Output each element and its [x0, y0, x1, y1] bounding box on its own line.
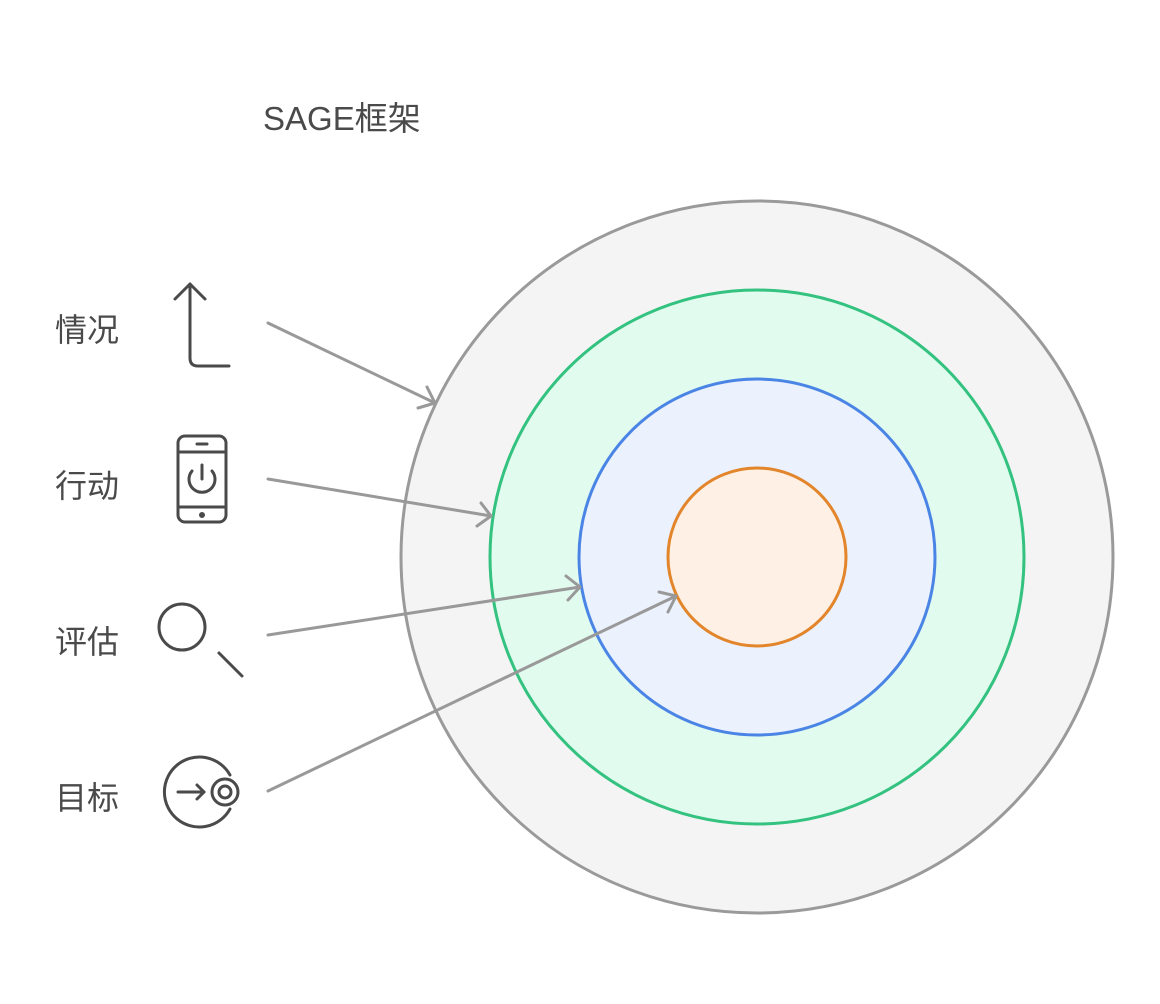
goal-ring	[666, 466, 848, 648]
arrow-situation	[266, 321, 437, 410]
label-situation: 情况	[55, 311, 120, 349]
label-action: 行动	[55, 467, 120, 505]
magnifier-icon	[157, 602, 244, 678]
phone-power-icon	[176, 434, 228, 524]
arrow-goal	[266, 590, 678, 793]
label-goal: 目标	[55, 779, 120, 817]
target-arrow-icon	[162, 755, 240, 829]
diagram-title: SAGE框架	[263, 100, 421, 137]
arrow-evaluation	[266, 574, 582, 637]
arrow-up-turn-icon	[173, 282, 231, 368]
label-evaluation: 评估	[55, 623, 120, 661]
arrow-action	[266, 477, 493, 528]
